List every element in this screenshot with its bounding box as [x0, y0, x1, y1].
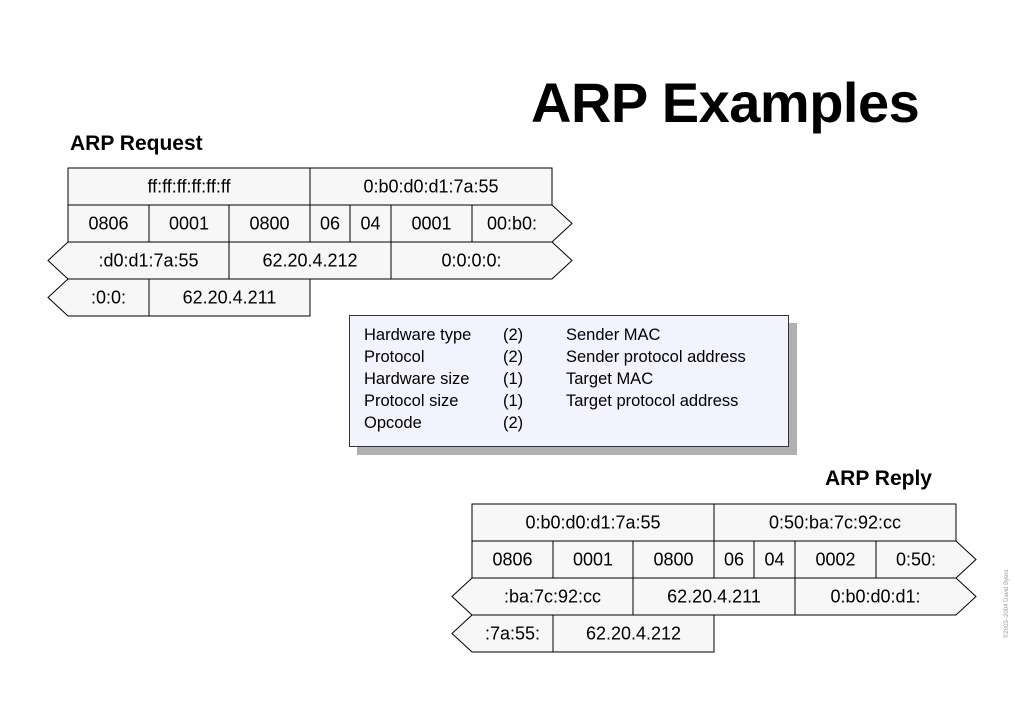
packet-row-outline — [471, 540, 977, 579]
packet-field-value: 0806 — [88, 214, 128, 234]
legend-field2: Sender MAC — [566, 326, 661, 344]
packet-field-value: 62.20.4.211 — [667, 587, 761, 607]
legend-field: Protocol size — [364, 392, 459, 410]
packet-field-value: 04 — [360, 214, 380, 234]
arp-reply-packet: 0:b0:d0:d1:7a:55 0:50:ba:7c:92:cc 0806 0001… — [451, 503, 977, 653]
legend-field: Opcode — [364, 414, 422, 432]
packet-field-value: :d0:d1:7a:55 — [98, 251, 198, 271]
packet-field-value: 0001 — [573, 550, 613, 570]
packet-field-value: 0:b0:d0:d1: — [830, 587, 920, 607]
legend-size: (1) — [503, 370, 524, 388]
packet-field-value: 04 — [764, 550, 784, 570]
packet-field-value: ff:ff:ff:ff:ff:ff — [147, 177, 231, 197]
legend-field: Hardware type — [364, 326, 472, 344]
copyright-notice: ©2003–2004 David Byers — [1004, 569, 1010, 638]
packet-field-value: 0806 — [492, 550, 532, 570]
packet-field-value: 62.20.4.212 — [586, 624, 681, 644]
packet-row-outline — [451, 614, 715, 653]
legend-field2: Target protocol address — [566, 392, 739, 410]
packet-field-value: 0800 — [653, 550, 693, 570]
legend-size: (1) — [503, 392, 524, 410]
legend-field: Hardware size — [364, 370, 470, 388]
packet-row-outline — [451, 577, 977, 616]
field-legend: Hardware type (2) Sender MAC Protocol (2… — [349, 315, 789, 447]
packet-row-outline — [47, 278, 311, 317]
packet-field-value: 0:50:ba:7c:92:cc — [769, 513, 901, 533]
packet-row-outline — [67, 204, 573, 243]
legend-size: (2) — [503, 414, 524, 432]
packet-field-value: 62.20.4.211 — [183, 288, 277, 308]
legend-field: Protocol — [364, 348, 425, 366]
arp-request-heading: ARP Request — [70, 132, 203, 155]
legend-field2: Target MAC — [566, 370, 654, 388]
page-title: ARP Examples — [531, 71, 920, 134]
packet-field-value: 00:b0: — [487, 214, 537, 234]
packet-field-value: 0:0:0:0: — [441, 251, 501, 271]
packet-row-outline — [47, 241, 573, 280]
packet-field-value: 0:b0:d0:d1:7a:55 — [525, 513, 660, 533]
packet-field-value: 0001 — [411, 214, 451, 234]
legend-size: (2) — [503, 326, 524, 344]
legend-size: (2) — [503, 348, 524, 366]
packet-field-value: 0800 — [249, 214, 289, 234]
packet-field-value: :7a:55: — [485, 624, 540, 644]
packet-field-value: 0:50: — [896, 550, 936, 570]
packet-field-value: :ba:7c:92:cc — [504, 587, 601, 607]
legend-field2: Sender protocol address — [566, 348, 746, 366]
arp-request-packet: ff:ff:ff:ff:ff:ff 0:b0:d0:d1:7a:55 0806 000… — [47, 167, 573, 317]
packet-field-value: 0:b0:d0:d1:7a:55 — [363, 177, 498, 197]
packet-field-value: :0:0: — [91, 288, 126, 308]
packet-field-value: 06 — [724, 550, 744, 570]
packet-field-value: 62.20.4.212 — [262, 251, 357, 271]
arp-reply-heading: ARP Reply — [825, 467, 932, 490]
packet-field-value: 0002 — [815, 550, 855, 570]
packet-field-value: 06 — [320, 214, 340, 234]
packet-field-value: 0001 — [169, 214, 209, 234]
